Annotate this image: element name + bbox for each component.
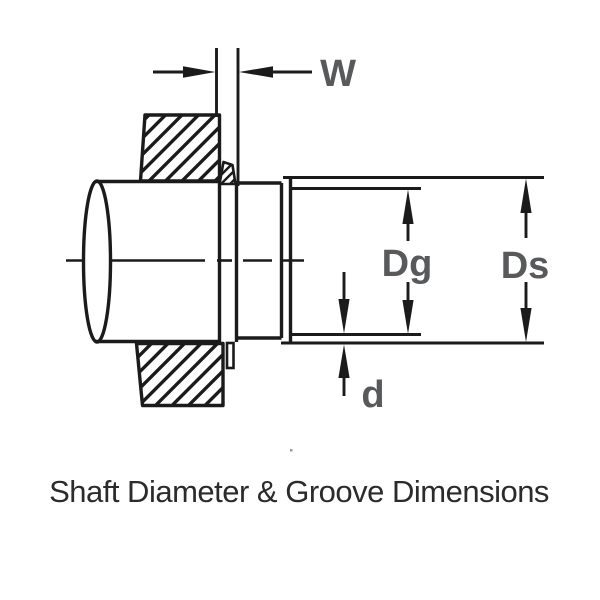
housing-hatched-top (138, 113, 222, 183)
groove-width-dimension: W (153, 48, 356, 186)
dim-label-groove-depth: d (361, 374, 384, 416)
shaft-end-ellipse (81, 179, 113, 344)
retaining-ring-top-section (218, 160, 237, 186)
arrowhead-left-icon (239, 66, 273, 78)
arrowhead-down-icon (402, 300, 414, 334)
dim-label-groove-width: W (320, 53, 356, 95)
arrowhead-right-icon (183, 66, 216, 78)
figure-caption: Shaft Diameter & Groove Dimensions (49, 474, 549, 509)
groove-diameter-dimension: Dg (382, 189, 433, 334)
arrowhead-up-icon (520, 178, 532, 213)
arrowhead-down-icon (520, 308, 532, 342)
dim-label-groove-diameter: Dg (382, 243, 433, 285)
housing-hatched-bottom (134, 341, 225, 408)
arrowhead-down-icon (338, 299, 350, 334)
shaft-cross-section (81, 177, 293, 344)
shaft-diameter-dimension: Ds (501, 178, 550, 342)
artifact-dot (290, 449, 293, 452)
extension-lines (281, 176, 544, 345)
arrowhead-up-icon (402, 189, 414, 224)
retaining-ring-bottom-lug (225, 341, 235, 370)
arrowhead-up-icon (338, 344, 350, 378)
dim-label-shaft-diameter: Ds (501, 245, 550, 287)
groove-depth-dimension: d (338, 272, 385, 416)
